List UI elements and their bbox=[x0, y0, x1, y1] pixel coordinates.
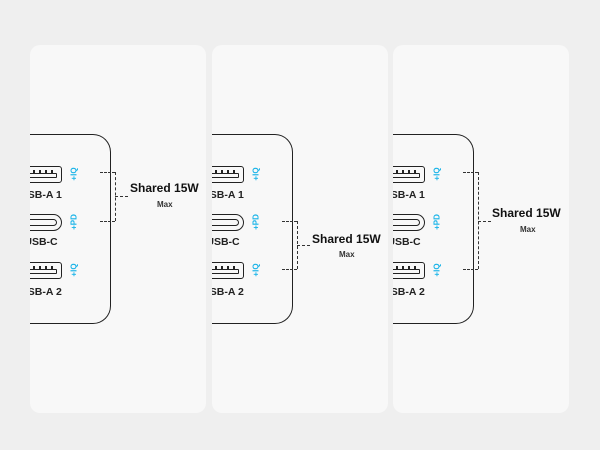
pd-badge: +PD bbox=[432, 214, 442, 230]
connector-line bbox=[297, 245, 310, 246]
connector-line bbox=[478, 221, 491, 222]
iq-badge: +IQ bbox=[69, 167, 79, 181]
iq-badge: +IQ bbox=[432, 263, 442, 277]
iq-badge: +IQ bbox=[251, 167, 261, 181]
panel-usbc-usba2-shared: USB-A 1 +IQ USB-C +PD USB-A 2 +IQ Shared… bbox=[212, 45, 388, 413]
connector-line bbox=[100, 172, 115, 173]
shared-power-label: Shared 15W bbox=[130, 181, 199, 195]
usb-a-port-icon bbox=[212, 166, 244, 183]
port-label-usba1: USB-A 1 bbox=[30, 189, 62, 201]
usb-c-port-icon bbox=[212, 214, 244, 231]
shared-power-max: Max bbox=[520, 225, 536, 234]
port-label-usbc: USB-C bbox=[30, 236, 58, 248]
iq-badge: +IQ bbox=[432, 167, 442, 181]
connector-line bbox=[282, 221, 297, 222]
connector-line bbox=[115, 196, 128, 197]
port-label-usbc: USB-C bbox=[393, 236, 421, 248]
port-label-usba2: USB-A 2 bbox=[393, 286, 425, 298]
port-label-usba2: USB-A 2 bbox=[30, 286, 62, 298]
shared-power-label: Shared 15W bbox=[492, 206, 561, 220]
usb-a-port-icon bbox=[393, 166, 425, 183]
usb-c-port-icon bbox=[30, 214, 62, 231]
shared-power-max: Max bbox=[339, 250, 355, 259]
usb-a-port-icon bbox=[212, 262, 244, 279]
panel-usba1-usba2-shared: USB-A 1 +IQ USB-C +PD USB-A 2 +IQ Shared… bbox=[393, 45, 569, 413]
connector-line bbox=[282, 269, 297, 270]
usb-a-port-icon bbox=[393, 262, 425, 279]
shared-power-label: Shared 15W bbox=[312, 232, 381, 246]
pd-badge: +PD bbox=[69, 214, 79, 230]
port-label-usbc: USB-C bbox=[212, 236, 240, 248]
connector-line bbox=[463, 269, 478, 270]
connector-line bbox=[100, 221, 115, 222]
iq-badge: +IQ bbox=[69, 263, 79, 277]
port-label-usba1: USB-A 1 bbox=[212, 189, 244, 201]
charger-body: USB-A 1 +IQ USB-C +PD USB-A 2 +IQ bbox=[393, 134, 474, 324]
port-label-usba1: USB-A 1 bbox=[393, 189, 425, 201]
connector-line bbox=[463, 172, 478, 173]
panel-usba1-usbc-shared: USB-A 1 +IQ USB-C +PD USB-A 2 +IQ Shared… bbox=[30, 45, 206, 413]
usb-a-port-icon bbox=[30, 262, 62, 279]
port-label-usba2: USB-A 2 bbox=[212, 286, 244, 298]
pd-badge: +PD bbox=[251, 214, 261, 230]
shared-power-max: Max bbox=[157, 200, 173, 209]
iq-badge: +IQ bbox=[251, 263, 261, 277]
charger-body: USB-A 1 +IQ USB-C +PD USB-A 2 +IQ bbox=[212, 134, 293, 324]
connector-line bbox=[478, 172, 479, 269]
usb-a-port-icon bbox=[30, 166, 62, 183]
charger-body: USB-A 1 +IQ USB-C +PD USB-A 2 +IQ bbox=[30, 134, 111, 324]
usb-c-port-icon bbox=[393, 214, 425, 231]
